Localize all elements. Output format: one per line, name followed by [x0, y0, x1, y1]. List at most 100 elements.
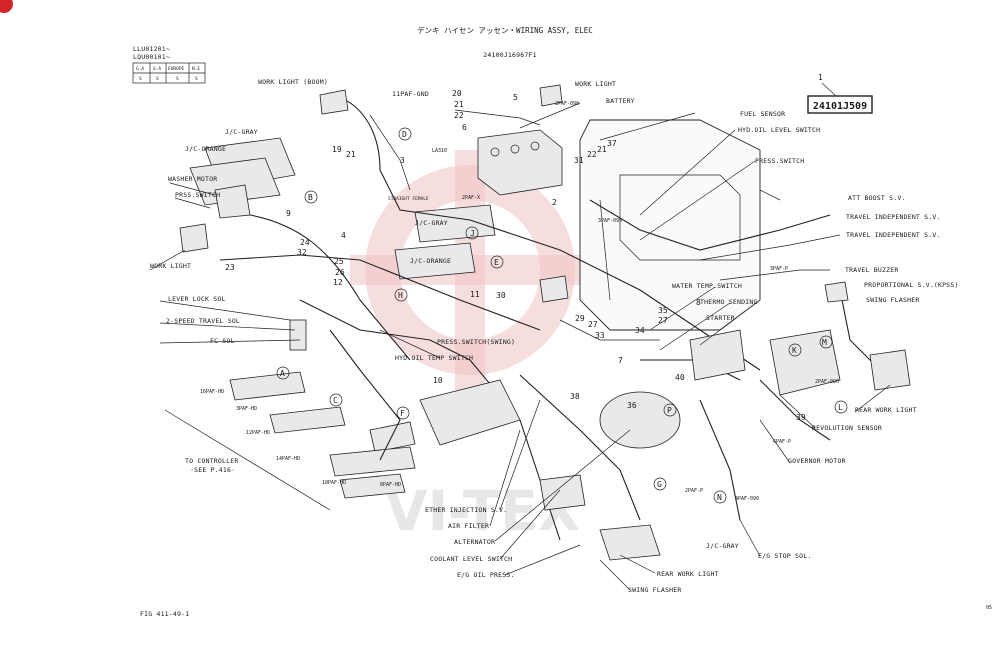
- label-press-switch-left: PRSS.SWITCH: [175, 191, 220, 199]
- table-val-ne: S: [195, 76, 198, 82]
- starter-body: [689, 329, 746, 381]
- label-18paf: 18PAF-HD: [322, 480, 346, 486]
- label-hyd-oil-level: HYD.OIL LEVEL SWITCH: [738, 126, 820, 134]
- callout-30: 30: [496, 291, 506, 300]
- label-coolant-level: COOLANT LEVEL SWITCH: [430, 555, 512, 563]
- callout-22a: 22: [454, 111, 464, 120]
- work-light-boom-lamp: [319, 89, 349, 115]
- callout-36: 36: [627, 401, 637, 410]
- label-6paf-p: 6PAF-P: [773, 439, 791, 445]
- callout-31: 31: [574, 156, 584, 165]
- part-number: 24101J509: [813, 101, 867, 112]
- table-head-ga: G.A: [136, 66, 144, 72]
- label-3paf-090: 3PAF-090: [598, 218, 622, 224]
- callout-4: 4: [341, 231, 346, 240]
- rear-work-light-bottom: [599, 524, 661, 561]
- label-to-controller: TO CONTROLLER: [185, 457, 238, 465]
- callout-numbers: 20 21 22 5 6 19 21 3 4 9 24 25 26 23 32 …: [225, 89, 806, 422]
- ref-m: M: [822, 338, 827, 347]
- callout-10: 10: [433, 376, 443, 385]
- ref-h: H: [398, 291, 403, 300]
- callout-3: 3: [400, 156, 405, 165]
- callout-38: 38: [570, 392, 580, 401]
- label-washer-motor: WASHER MOTOR: [168, 175, 217, 183]
- ref-d: D: [402, 130, 407, 139]
- label-press-switch-swing: PRESS.SWITCH(SWING): [437, 338, 515, 346]
- callout-37: 37: [607, 139, 617, 148]
- ref-n: N: [717, 493, 722, 502]
- ref-k: K: [792, 346, 797, 355]
- label-3paf-p: 3PAF-P: [770, 266, 788, 272]
- label-water-temp: WATER TEMP.SWITCH: [672, 282, 742, 290]
- label-3paf: 3PAF-HD: [236, 406, 257, 412]
- leader-lines: [149, 102, 891, 591]
- label-air-filter: AIR FILTER: [448, 522, 489, 530]
- label-8paf: 8PAF-HD: [380, 482, 401, 488]
- callout-35: 35: [658, 306, 668, 315]
- ref-c: C: [333, 396, 338, 405]
- label-battery: BATTERY: [606, 97, 635, 105]
- callout-2: 2: [552, 198, 557, 207]
- label-swing-flasher-bottom: SWING FLASHER: [628, 586, 681, 594]
- label-see-page: ·SEE P.416·: [190, 466, 235, 474]
- table-head-sa: S.A: [153, 66, 161, 72]
- label-jc-gray-2: J/C-GRAY: [415, 219, 448, 227]
- reference-circles: A B C D E F G H J K L M N P: [276, 127, 848, 504]
- callout-32: 32: [297, 248, 307, 257]
- label-fuel-sensor: FUEL SENSOR: [740, 110, 785, 118]
- text-labels: WORK LIGHT (BOOM) 11PAF-GND WORK LIGHT B…: [150, 78, 958, 594]
- ref-l: L: [838, 403, 843, 412]
- callout-21a: 21: [454, 100, 464, 109]
- travel-buzzer-body: [824, 281, 849, 303]
- ref-b: B: [308, 193, 313, 202]
- callout-21c: 21: [597, 145, 607, 154]
- callout-26a: 26: [335, 268, 345, 277]
- label-revolution-sensor: REVOLUTION SENSOR: [812, 424, 882, 432]
- battery: [477, 129, 563, 196]
- callout-40: 40: [675, 373, 685, 382]
- label-starter: STARTER: [706, 314, 735, 322]
- callout-27b: 27: [588, 320, 598, 329]
- label-12paf: 12PAF-HD: [246, 430, 270, 436]
- coolant-tank: [539, 474, 586, 511]
- label-att-boost: ATT BOOST S.V.: [848, 194, 906, 202]
- label-travel-independent-2: TRAVEL INDEPENDENT S.V.: [846, 231, 941, 239]
- press-switch-swing-body: [539, 275, 569, 303]
- diagram-title: デンキ ハイセン アッセン・WIRING ASSY, ELEC: [417, 25, 593, 35]
- part-ref: 1: [818, 73, 823, 82]
- harness-panels: [189, 137, 496, 499]
- callout-19: 19: [332, 145, 342, 154]
- callout-6: 6: [462, 123, 467, 132]
- page-number: 05: [986, 605, 992, 611]
- ref-g: G: [657, 480, 662, 489]
- air-filter-body: [419, 379, 521, 446]
- label-fc-sol: FC SOL: [210, 337, 235, 345]
- callout-21b: 21: [346, 150, 356, 159]
- callout-22b: 22: [587, 150, 597, 159]
- label-rear-work-light-right: REAR WORK LIGHT: [855, 406, 917, 414]
- controller-bracket: [164, 409, 331, 511]
- harness-wires: [219, 94, 881, 541]
- label-work-light: WORK LIGHT: [575, 80, 616, 88]
- label-4paf-090: 4PAF-090: [735, 496, 759, 502]
- governor-body: [769, 329, 841, 396]
- callout-39: 39: [796, 413, 806, 422]
- label-swing-flasher-right: SWING FLASHER: [866, 296, 919, 304]
- callout-5: 5: [513, 93, 518, 102]
- label-governor-motor: GOVERNOR MOTOR: [788, 457, 846, 465]
- callout-29: 29: [575, 314, 585, 323]
- label-la310: LA310: [432, 148, 447, 154]
- ref-p: P: [667, 406, 672, 415]
- callout-27a: 27: [658, 316, 668, 325]
- label-press-switch-right: PRESS.SWITCH: [755, 157, 804, 165]
- callout-24: 24: [300, 238, 310, 247]
- callout-33: 33: [595, 331, 605, 340]
- table-head-ne: N.E: [192, 66, 200, 72]
- label-2paf-p: 2PAF-P: [685, 488, 703, 494]
- ref-e: E: [494, 258, 499, 267]
- ref-f: F: [400, 409, 405, 418]
- rear-work-light-lamp: [869, 349, 911, 391]
- label-work-light-left: WORK LIGHT: [150, 262, 191, 270]
- callout-9: 9: [286, 209, 291, 218]
